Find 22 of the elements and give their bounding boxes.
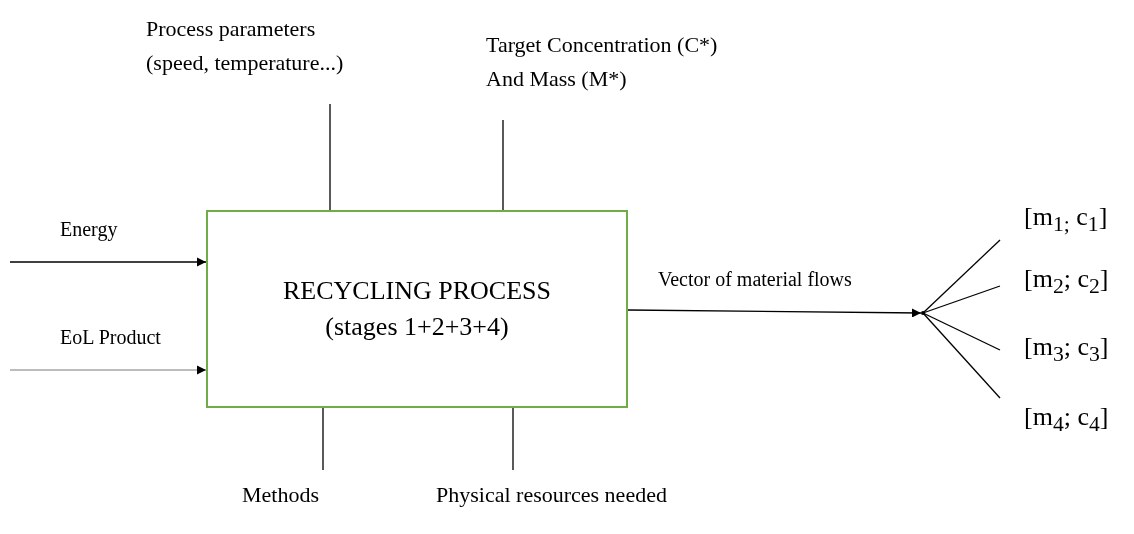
output-text: [m$_{4}$; c$_{4}$] bbox=[1024, 400, 1124, 434]
line bbox=[922, 312, 1001, 351]
annotation-text: Physical resources needed bbox=[436, 478, 698, 512]
annotation-text: Methods bbox=[242, 478, 352, 512]
line bbox=[922, 285, 1001, 314]
output-text: [m$_{2}$; c$_{2}$] bbox=[1024, 262, 1124, 296]
line bbox=[329, 103, 331, 211]
process-title: RECYCLING PROCESS (stages 1+2+3+4) bbox=[282, 275, 552, 343]
arrow bbox=[9, 257, 207, 267]
line bbox=[922, 312, 1001, 399]
arrow bbox=[627, 308, 922, 318]
output-text: [m$_{3}$; c$_{3}$] bbox=[1024, 330, 1124, 364]
line bbox=[502, 119, 504, 211]
arrow bbox=[9, 365, 207, 375]
line bbox=[922, 239, 1001, 314]
output-text: [m$_{1;}$ c$_{1}$] bbox=[1024, 200, 1124, 234]
junction-point bbox=[921, 311, 925, 315]
line bbox=[322, 407, 324, 471]
annotation-text: Process parameters (speed, temperature...) bbox=[146, 12, 382, 84]
process-box bbox=[206, 210, 628, 408]
annotation-text: Target Concentration (C*) And Mass (M*) bbox=[486, 28, 748, 100]
line bbox=[512, 407, 514, 471]
